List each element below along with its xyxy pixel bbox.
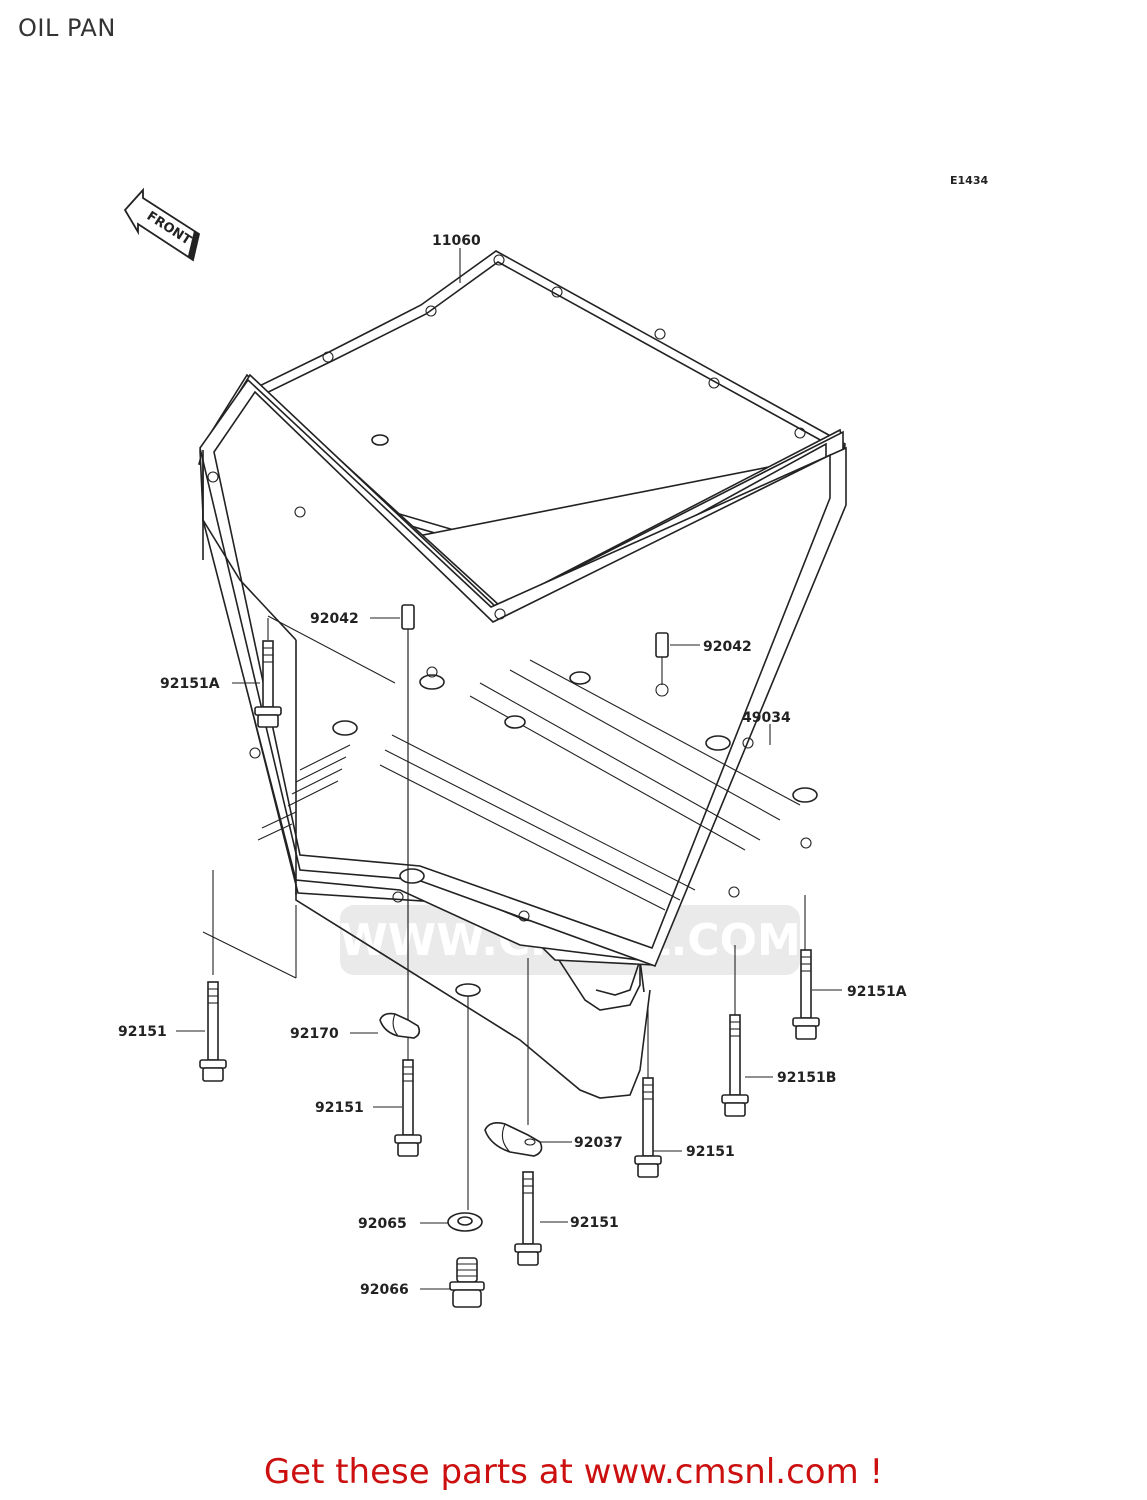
washer-92065 bbox=[447, 1212, 483, 1232]
drain-plug-92066 bbox=[449, 1257, 485, 1308]
callout-bolt-right: 92151 bbox=[686, 1144, 735, 1160]
callout-washer: 92065 bbox=[358, 1216, 407, 1232]
diagram-code: E1434 bbox=[950, 174, 988, 187]
callout-leaders bbox=[176, 248, 842, 1290]
bolt-92151a-right bbox=[792, 949, 820, 1040]
oil-pan bbox=[199, 373, 847, 1099]
callout-bolt-left-long: 92151 bbox=[118, 1024, 167, 1040]
page-title: OIL PAN bbox=[18, 14, 116, 42]
drain-hole bbox=[455, 983, 481, 997]
leader-plane bbox=[202, 615, 396, 979]
callout-bolt-b: 92151B bbox=[777, 1070, 836, 1086]
dowel-pin-left bbox=[401, 604, 415, 1020]
callout-bolt-lower: 92151 bbox=[570, 1215, 619, 1231]
oil-pan-bosses bbox=[207, 434, 818, 922]
oil-pan-ribs bbox=[257, 659, 801, 911]
callout-oil-pan: 49034 bbox=[742, 710, 791, 726]
dowel-pin-right bbox=[655, 632, 669, 685]
callout-dowel-left: 92042 bbox=[310, 611, 359, 627]
callout-bolt-center: 92151 bbox=[315, 1100, 364, 1116]
callout-dowel-right: 92042 bbox=[703, 639, 752, 655]
exploded-parts-diagram: WWW.CMSNL.COM E1434 FRONT bbox=[118, 174, 988, 1308]
clamp-92037 bbox=[484, 1122, 543, 1157]
bolt-92151-left-long bbox=[199, 981, 227, 1082]
callout-drain-plug: 92066 bbox=[360, 1282, 409, 1298]
bolt-92151-lower bbox=[514, 1171, 542, 1266]
bolt-92151a-left bbox=[254, 640, 282, 728]
callout-gasket: 11060 bbox=[432, 233, 481, 249]
front-arrow-icon: FRONT bbox=[123, 187, 201, 262]
bolt-92151-right bbox=[634, 1077, 662, 1178]
callout-clamp-upper: 92170 bbox=[290, 1026, 339, 1042]
bolt-92151-center bbox=[394, 1059, 422, 1157]
bolt-92151b bbox=[721, 1014, 749, 1117]
clamp-92170 bbox=[379, 1012, 421, 1039]
callout-clamp-lower: 92037 bbox=[574, 1135, 623, 1151]
footer-shop-link[interactable]: Get these parts at www.cmsnl.com ! bbox=[263, 1452, 884, 1492]
callout-bolt-a-left: 92151A bbox=[160, 676, 220, 692]
oil-pan-body-left bbox=[202, 450, 297, 895]
callout-bolt-a-right: 92151A bbox=[847, 984, 907, 1000]
callout-labels: 11060 92042 92042 49034 92151A 92151A 92… bbox=[118, 233, 907, 1298]
